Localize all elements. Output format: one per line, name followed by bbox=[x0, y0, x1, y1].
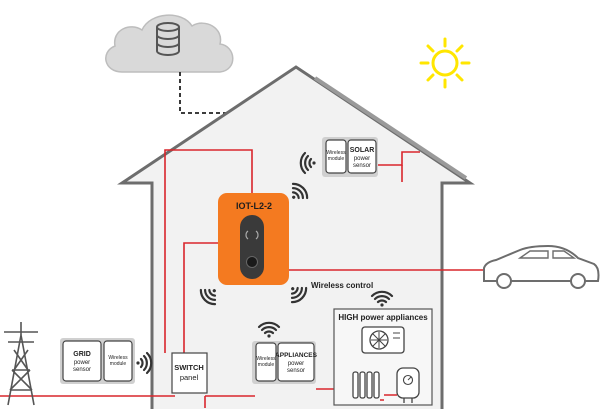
radiator-icon bbox=[352, 371, 380, 399]
power-pylon-icon bbox=[4, 322, 38, 406]
switch-panel-line2: panel bbox=[180, 373, 199, 382]
car-icon bbox=[483, 244, 600, 289]
iot-device[interactable]: IOT-L2-2 bbox=[218, 193, 289, 285]
wireless-module-appliances-line1: Wireless bbox=[256, 356, 276, 362]
grid-sensor-line2: power bbox=[74, 360, 90, 366]
nfc-icon bbox=[245, 230, 259, 240]
heat-pump-icon bbox=[361, 326, 405, 354]
wifi-icon-grid bbox=[135, 351, 153, 375]
wireless-module-grid-line2: module bbox=[110, 361, 127, 367]
high-power-label: HIGH power appliances bbox=[338, 313, 428, 322]
high-power-appliances-box: HIGH power appliances bbox=[333, 308, 433, 406]
wireless-module-appliances bbox=[255, 342, 277, 382]
wireless-module-grid-line1: Wireless bbox=[108, 355, 128, 361]
solar-sensor-line3: sensor bbox=[353, 163, 371, 169]
wireless-module-appliances-line2: module bbox=[258, 362, 275, 368]
sun-icon bbox=[419, 37, 471, 89]
grid-sensor-line1: GRID bbox=[73, 351, 91, 358]
wireless-module-solar-line1: Wireless bbox=[326, 150, 346, 156]
wireless-module-solar bbox=[325, 139, 347, 174]
grid-sensor-line3: sensor bbox=[73, 367, 91, 373]
solar-power-sensor bbox=[347, 139, 377, 174]
wireless-control-label: Wireless control bbox=[311, 281, 373, 290]
wireless-module-solar-line2: module bbox=[328, 156, 345, 162]
appliances-sensor-line2: power bbox=[288, 361, 304, 367]
switch-panel-line1: SWITCH bbox=[174, 363, 204, 372]
solar-sensor-line1: SOLAR bbox=[350, 147, 375, 154]
database-icon bbox=[156, 22, 180, 56]
device-display bbox=[240, 215, 264, 279]
grid-sensor-group: GRID power sensor Wireless module bbox=[60, 338, 135, 384]
appliances-sensor-group: Wireless module APPLIANCES power sensor bbox=[252, 341, 318, 384]
power-wiring bbox=[0, 149, 485, 408]
appliances-sensor-line1: APPLIANCES bbox=[275, 352, 318, 359]
appliances-power-sensor bbox=[277, 342, 315, 382]
cloud-icon bbox=[105, 14, 234, 73]
switch-panel: SWITCH panel bbox=[171, 352, 208, 394]
appliance-wire bbox=[380, 394, 397, 401]
wireless-module-grid bbox=[103, 340, 133, 382]
appliances-sensor-line3: sensor bbox=[287, 368, 305, 374]
solar-sensor-group: Wireless module SOLAR power sensor bbox=[322, 137, 378, 177]
water-heater-icon bbox=[396, 367, 420, 403]
grid-power-sensor bbox=[62, 340, 102, 382]
device-label: IOT-L2-2 bbox=[236, 201, 272, 211]
roof-solar-panel bbox=[313, 76, 468, 180]
solar-sensor-line2: power bbox=[354, 156, 370, 162]
